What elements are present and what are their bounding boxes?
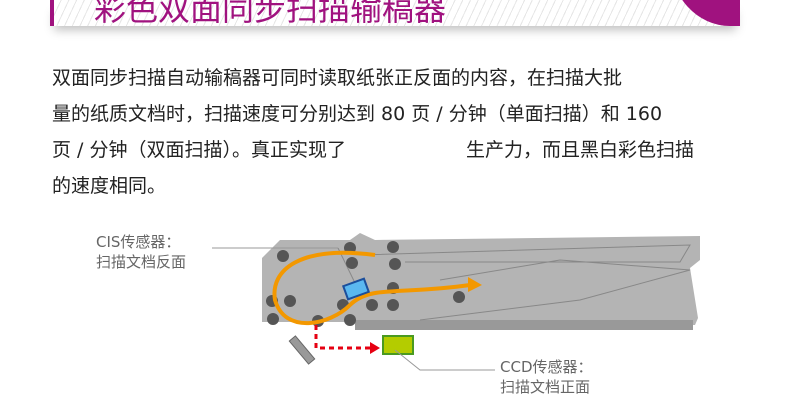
banner-title: 彩色双面同步扫描输稿器: [94, 0, 447, 26]
description-line: 量的纸质文档时，扫描速度可分别达到 80 页 / 分钟（单面扫描）和 160: [52, 103, 663, 125]
cis-label-desc: 扫描文档反面: [96, 253, 187, 271]
mirror: [288, 335, 316, 365]
description-paragraph: 双面同步扫描自动输稿器可同时读取纸张正反面的内容，在扫描大批 量的纸质文档时，扫…: [52, 60, 752, 204]
ccd-label: CCD传感器： 扫描文档正面: [500, 357, 593, 397]
ccd-sensor: [382, 335, 414, 355]
cis-label-title: CIS传感器：: [96, 233, 181, 251]
scanner-base: [355, 320, 693, 330]
cis-label: CIS传感器： 扫描文档反面: [96, 232, 186, 272]
description-line: 双面同步扫描自动输稿器可同时读取纸张正反面的内容，在扫描大批: [52, 67, 623, 89]
ccd-label-desc: 扫描文档正面: [500, 378, 591, 396]
description-line: 的速度相同。: [52, 175, 167, 197]
path-arrowhead: [468, 277, 482, 292]
ccd-label-title: CCD传感器：: [500, 358, 593, 376]
title-banner: 彩色双面同步扫描输稿器: [50, 0, 740, 26]
ccd-leader-line: [394, 349, 495, 371]
description-line: 页 / 分钟（双面扫描）。真正实现了 生产力，而且黑白彩色扫描: [52, 139, 695, 161]
cis-sensor: [341, 277, 371, 301]
transfer-arrow: [314, 325, 370, 350]
paper-path: [272, 250, 471, 326]
